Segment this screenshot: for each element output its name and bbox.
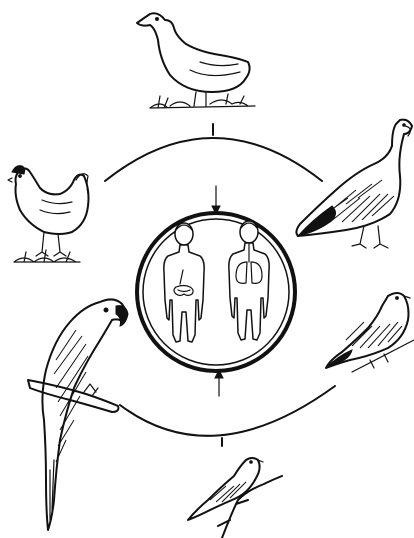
turkey-illustration <box>296 120 412 248</box>
canary-illustration <box>188 458 282 538</box>
human-figure-respiratory <box>229 221 269 340</box>
up-arrow-icon <box>215 370 223 396</box>
upper-arc <box>105 138 322 181</box>
duck-illustration <box>137 13 255 108</box>
center-outer-ring <box>137 213 295 371</box>
down-arrow-icon <box>212 186 220 214</box>
chicken-illustration <box>8 166 89 262</box>
lower-arc <box>120 386 335 436</box>
parrot-illustration <box>28 299 128 530</box>
pigeon-illustration <box>326 293 414 372</box>
center-circle-group <box>137 186 295 396</box>
human-figure-digestive <box>164 223 204 342</box>
